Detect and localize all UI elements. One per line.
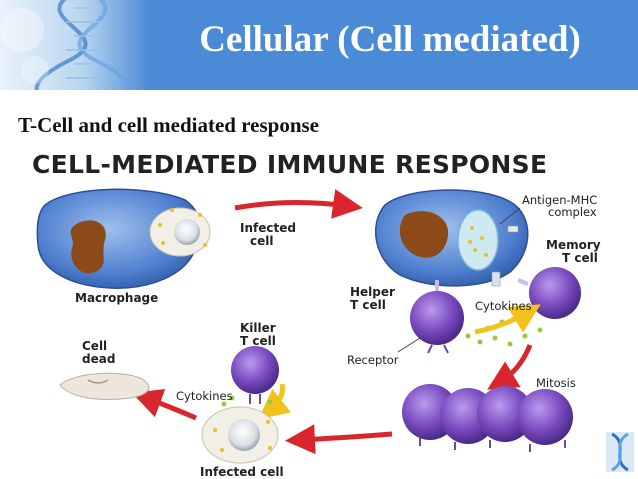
- slide-subtitle: T-Cell and cell mediated response: [18, 113, 320, 137]
- dna-helix-icon: [0, 0, 131, 90]
- memory-t-cell: [517, 267, 581, 319]
- label-helper-t-l1: Helper: [350, 285, 395, 299]
- cytokine-yellow-arrow-left: [258, 383, 292, 420]
- label-infected-cell-top-l1: Infected: [240, 221, 296, 235]
- slide-title: Cellular (Cell mediated): [199, 19, 581, 60]
- label-cell-dead-l1: Cell: [82, 339, 108, 353]
- infected-cell-bottom: [201, 406, 279, 464]
- figure-title: CELL-MEDIATED IMMUNE RESPONSE: [32, 150, 548, 179]
- arrow-to-infected-cell: [285, 424, 393, 455]
- label-antigen-mhc-l1: Antigen-MHC: [522, 193, 598, 207]
- dead-cell: [59, 372, 150, 400]
- mitosis-t-cells: [402, 384, 573, 452]
- killer-t-cell: [231, 346, 279, 404]
- label-memory-t-l2: T cell: [562, 251, 598, 265]
- label-helper-t-l2: T cell: [350, 298, 386, 312]
- slide-header: Cellular (Cell mediated): [0, 0, 638, 90]
- label-killer-t-l1: Killer: [240, 321, 276, 335]
- label-killer-t-l2: T cell: [240, 334, 276, 348]
- helper-t-cell: [410, 280, 464, 354]
- arrow-to-mitosis: [487, 344, 533, 390]
- antigen-presenting-cell: [374, 189, 529, 287]
- dna-banner-image: [0, 0, 150, 90]
- arrow-to-antigen: [234, 189, 363, 219]
- dna-corner-icon: [606, 432, 634, 472]
- label-antigen-mhc-l2: complex: [548, 205, 597, 219]
- label-infected-cell-bottom: Infected cell: [200, 465, 284, 479]
- arrow-to-dead-cell: [131, 389, 197, 421]
- label-macrophage: Macrophage: [75, 291, 159, 305]
- label-cytokines-left: Cytokines: [176, 389, 233, 403]
- label-receptor: Receptor: [347, 353, 399, 367]
- label-cell-dead-l2: dead: [82, 352, 116, 366]
- label-cytokines-right: Cytokines: [475, 299, 532, 313]
- label-infected-cell-top-l2: cell: [250, 234, 274, 248]
- label-memory-t-l1: Memory: [546, 238, 601, 252]
- cytokine-yellow-arrow-right: [474, 304, 541, 335]
- label-mitosis: Mitosis: [536, 376, 576, 390]
- macrophage-cell: [36, 188, 211, 289]
